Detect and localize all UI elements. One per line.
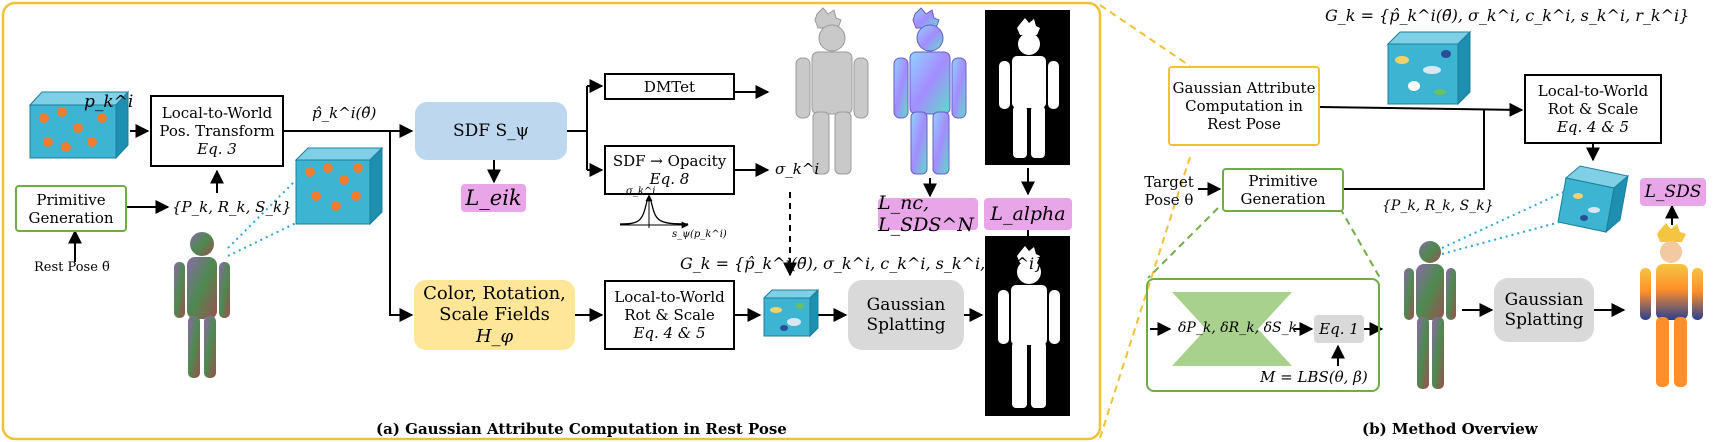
gattr-line1: Gaussian Attribute <box>1172 79 1316 97</box>
ltw-pos-eq: Eq. 3 <box>197 140 237 158</box>
callout-line-bottom <box>1099 156 1191 439</box>
gk-formula-right: G_k = {p̂_k^i(θ̃), σ_k^i, c_k^i, s_k^i, … <box>1325 6 1690 25</box>
ltw-pos-line1: Local-to-World <box>161 104 273 122</box>
gaussian-cube-right-bottom <box>1557 165 1630 234</box>
gaussian-splatting-box-right: Gaussian Splatting <box>1494 278 1594 342</box>
sigma-label: σ_k^i <box>775 160 820 178</box>
primgen-line2: Generation <box>28 208 114 227</box>
ltw-right-eq: Eq. 4 & 5 <box>1556 118 1630 136</box>
local-to-world-rot-box-right: Local-to-World Rot & Scale Eq. 4 & 5 <box>1524 74 1662 144</box>
gattr-line3: Rest Pose <box>1207 115 1281 133</box>
opacity-curve-inset <box>619 194 689 229</box>
splat-right-line2: Splatting <box>1504 310 1584 330</box>
posed-avatar <box>1640 223 1703 387</box>
primgen-right-line2: Generation <box>1240 190 1326 208</box>
sdf-opacity-line1: SDF → Opacity <box>612 152 727 170</box>
gaussian-splatting-box-left: Gaussian Splatting <box>848 280 964 350</box>
gattr-line2: Computation in <box>1185 97 1303 115</box>
ltw-rot-line2: Rot & Scale <box>624 306 715 324</box>
splat-left-line2: Splatting <box>866 315 946 335</box>
primgen-line1: Primitive <box>36 190 106 209</box>
target-pose-label: Target Pose θ <box>1140 172 1198 210</box>
dotted-link-b <box>227 221 299 257</box>
local-to-world-pos-box: Local-to-World Pos. Transform Eq. 3 <box>150 95 284 167</box>
color-rotation-scale-fields: Color, Rotation, Scale Fields H_φ <box>414 280 575 350</box>
human-silhouette-left <box>174 232 230 378</box>
l-nc-sds-badge: L_nc, L_SDS^N <box>878 192 978 236</box>
arrow-primgen-to-ltw <box>1344 110 1485 190</box>
fields-line1: Color, Rotation, <box>423 282 566 304</box>
l-sds-badge: L_SDS <box>1640 178 1706 206</box>
sdf-opacity-eq: Eq. 8 <box>649 170 690 188</box>
cube-icon <box>28 90 130 160</box>
mesh-human <box>795 7 869 175</box>
sdf-label: SDF S_ψ <box>453 120 529 141</box>
primitive-generation-box-right: Primitive Generation <box>1222 168 1344 212</box>
ltw-pos-line2: Pos. Transform <box>159 122 275 140</box>
ltw-rot-eq: Eq. 4 & 5 <box>633 324 706 342</box>
dmtet-box: DMTet <box>604 73 735 100</box>
deltas-label: δP_k, δR_k, δS_k <box>1178 320 1298 336</box>
arrow-down-to-fields <box>389 131 414 322</box>
caption-left: (a) Gaussian Attribute Computation in Re… <box>376 420 787 438</box>
green-callout-right <box>1339 207 1381 279</box>
left-panel-border <box>1 1 1102 441</box>
l-eik-badge: L_eik <box>461 184 526 212</box>
gaussian-cube-icon <box>762 288 820 338</box>
splat-right-line1: Gaussian <box>1504 289 1584 310</box>
lbs-label: M = LBS(θ, β) <box>1260 368 1368 386</box>
rest-point-label: p̂_k^i(θ̃) <box>312 104 377 122</box>
alpha-mask-bottom <box>985 236 1070 416</box>
inset-y-label: σ_k^i <box>626 186 656 197</box>
dmtet-label: DMTet <box>643 77 696 96</box>
normal-map-human <box>893 7 967 175</box>
dotted-link-right-b <box>1441 221 1561 255</box>
primgen-right-line1: Primitive <box>1248 172 1318 190</box>
cube-point-label: p_k^i <box>84 92 134 112</box>
eq1-label: Eq. 1 <box>1319 320 1359 338</box>
arrow-gattr-to-ltw <box>1319 102 1524 117</box>
l-alpha-badge: L_alpha <box>984 198 1072 230</box>
callout-line-top <box>1099 4 1191 67</box>
dotted-link-a <box>227 177 299 249</box>
alpha-mask-top <box>985 10 1070 165</box>
dotted-link-right-a <box>1441 189 1569 249</box>
gaussian-cube-right-top <box>1386 30 1472 106</box>
cube-icon-small <box>294 146 384 226</box>
eq1-box: Eq. 1 <box>1314 315 1364 343</box>
target-pose-line1: Target <box>1144 173 1194 191</box>
green-callout-left <box>1147 207 1219 279</box>
human-silhouette-right <box>1404 241 1456 389</box>
green-detail-box <box>1146 278 1380 392</box>
sdf-opacity-box: SDF → Opacity Eq. 8 <box>604 145 735 195</box>
gaussian-attribute-box: Gaussian Attribute Computation in Rest P… <box>1168 66 1320 146</box>
sdf-box: SDF S_ψ <box>415 102 567 160</box>
ltw-right-line2: Rot & Scale <box>1547 100 1639 118</box>
prs-set-label: {P_k, R_k, S_k} <box>172 198 292 216</box>
target-pose-line2: Pose θ <box>1144 191 1194 209</box>
fields-line3: H_φ <box>475 325 514 347</box>
gk-formula-left: G_k = {p̂_k^i(θ̃), σ_k^i, c_k^i, s_k^i, … <box>680 254 1045 273</box>
ltw-right-line1: Local-to-World <box>1537 82 1649 100</box>
rest-pose-label: Rest Pose θ̃ <box>34 260 110 275</box>
fields-line2: Scale Fields <box>439 304 550 326</box>
ltw-rot-line1: Local-to-World <box>614 288 725 306</box>
hourglass-network <box>1172 292 1292 366</box>
prs-set-label-right: {P_k, R_k, S_k} <box>1382 198 1494 214</box>
caption-right: (b) Method Overview <box>1362 420 1538 438</box>
local-to-world-rot-box: Local-to-World Rot & Scale Eq. 4 & 5 <box>604 280 735 350</box>
splat-left-line1: Gaussian <box>866 294 946 315</box>
primitive-generation-box: Primitive Generation <box>15 185 127 232</box>
inset-x-label: s_ψ(p_k^i) <box>672 229 727 240</box>
